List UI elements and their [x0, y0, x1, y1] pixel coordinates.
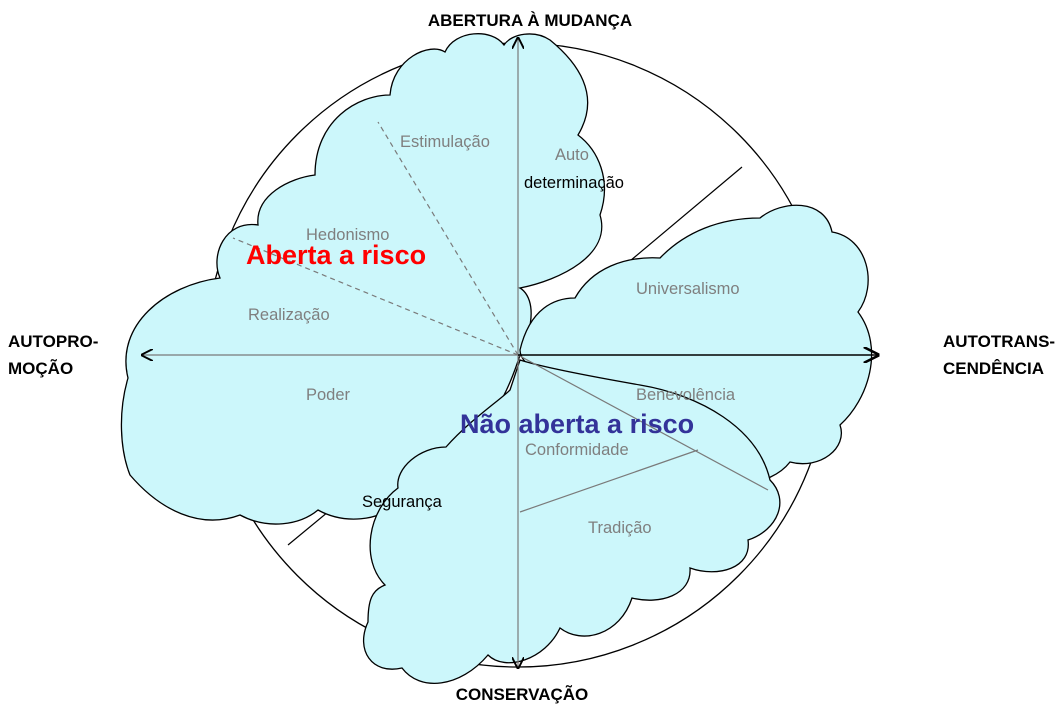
axis-label-autotranscendencia-1: AUTOTRANS- [943, 332, 1055, 351]
value-seguranca: Segurança [362, 493, 443, 511]
cloud-label-aberta: Aberta a risco [246, 240, 426, 270]
value-division-lines [232, 121, 519, 356]
division-conformidade-tradicao [519, 449, 699, 513]
division-hedonismo-realizacao [232, 237, 519, 356]
cloud-aberta-a-risco [120, 33, 605, 525]
axis-label-autopromocao-2: MOÇÃO [8, 358, 73, 378]
value-hedonismo: Hedonismo [306, 226, 389, 244]
cloud-aberta-shape [120, 33, 605, 525]
value-tradicao: Tradição [588, 519, 652, 537]
value-autodeterminacao: determinação [524, 174, 624, 192]
axis-label-conservacao: CONSERVAÇÃO [456, 684, 589, 704]
value-realizacao: Realização [248, 306, 330, 324]
value-universalismo: Universalismo [636, 280, 740, 298]
division-estimulacao-hedonismo [377, 121, 519, 356]
value-benevolencia: Benevolência [636, 386, 736, 404]
value-auto-1: Auto [555, 146, 589, 164]
cloud-label-nao-aberta: Não aberta a risco [460, 409, 694, 439]
axis-label-autotranscendencia-2: CENDÊNCIA [943, 359, 1044, 378]
value-conformidade: Conformidade [525, 441, 629, 459]
division-benevolencia-tradicao [517, 354, 769, 491]
value-estimulacao: Estimulação [400, 133, 490, 151]
axis-label-autopromocao-1: AUTOPRO- [8, 332, 98, 351]
value-poder: Poder [306, 386, 351, 404]
axis-label-abertura: ABERTURA À MUDANÇA [428, 11, 632, 30]
value-solid-divisions [517, 354, 769, 513]
